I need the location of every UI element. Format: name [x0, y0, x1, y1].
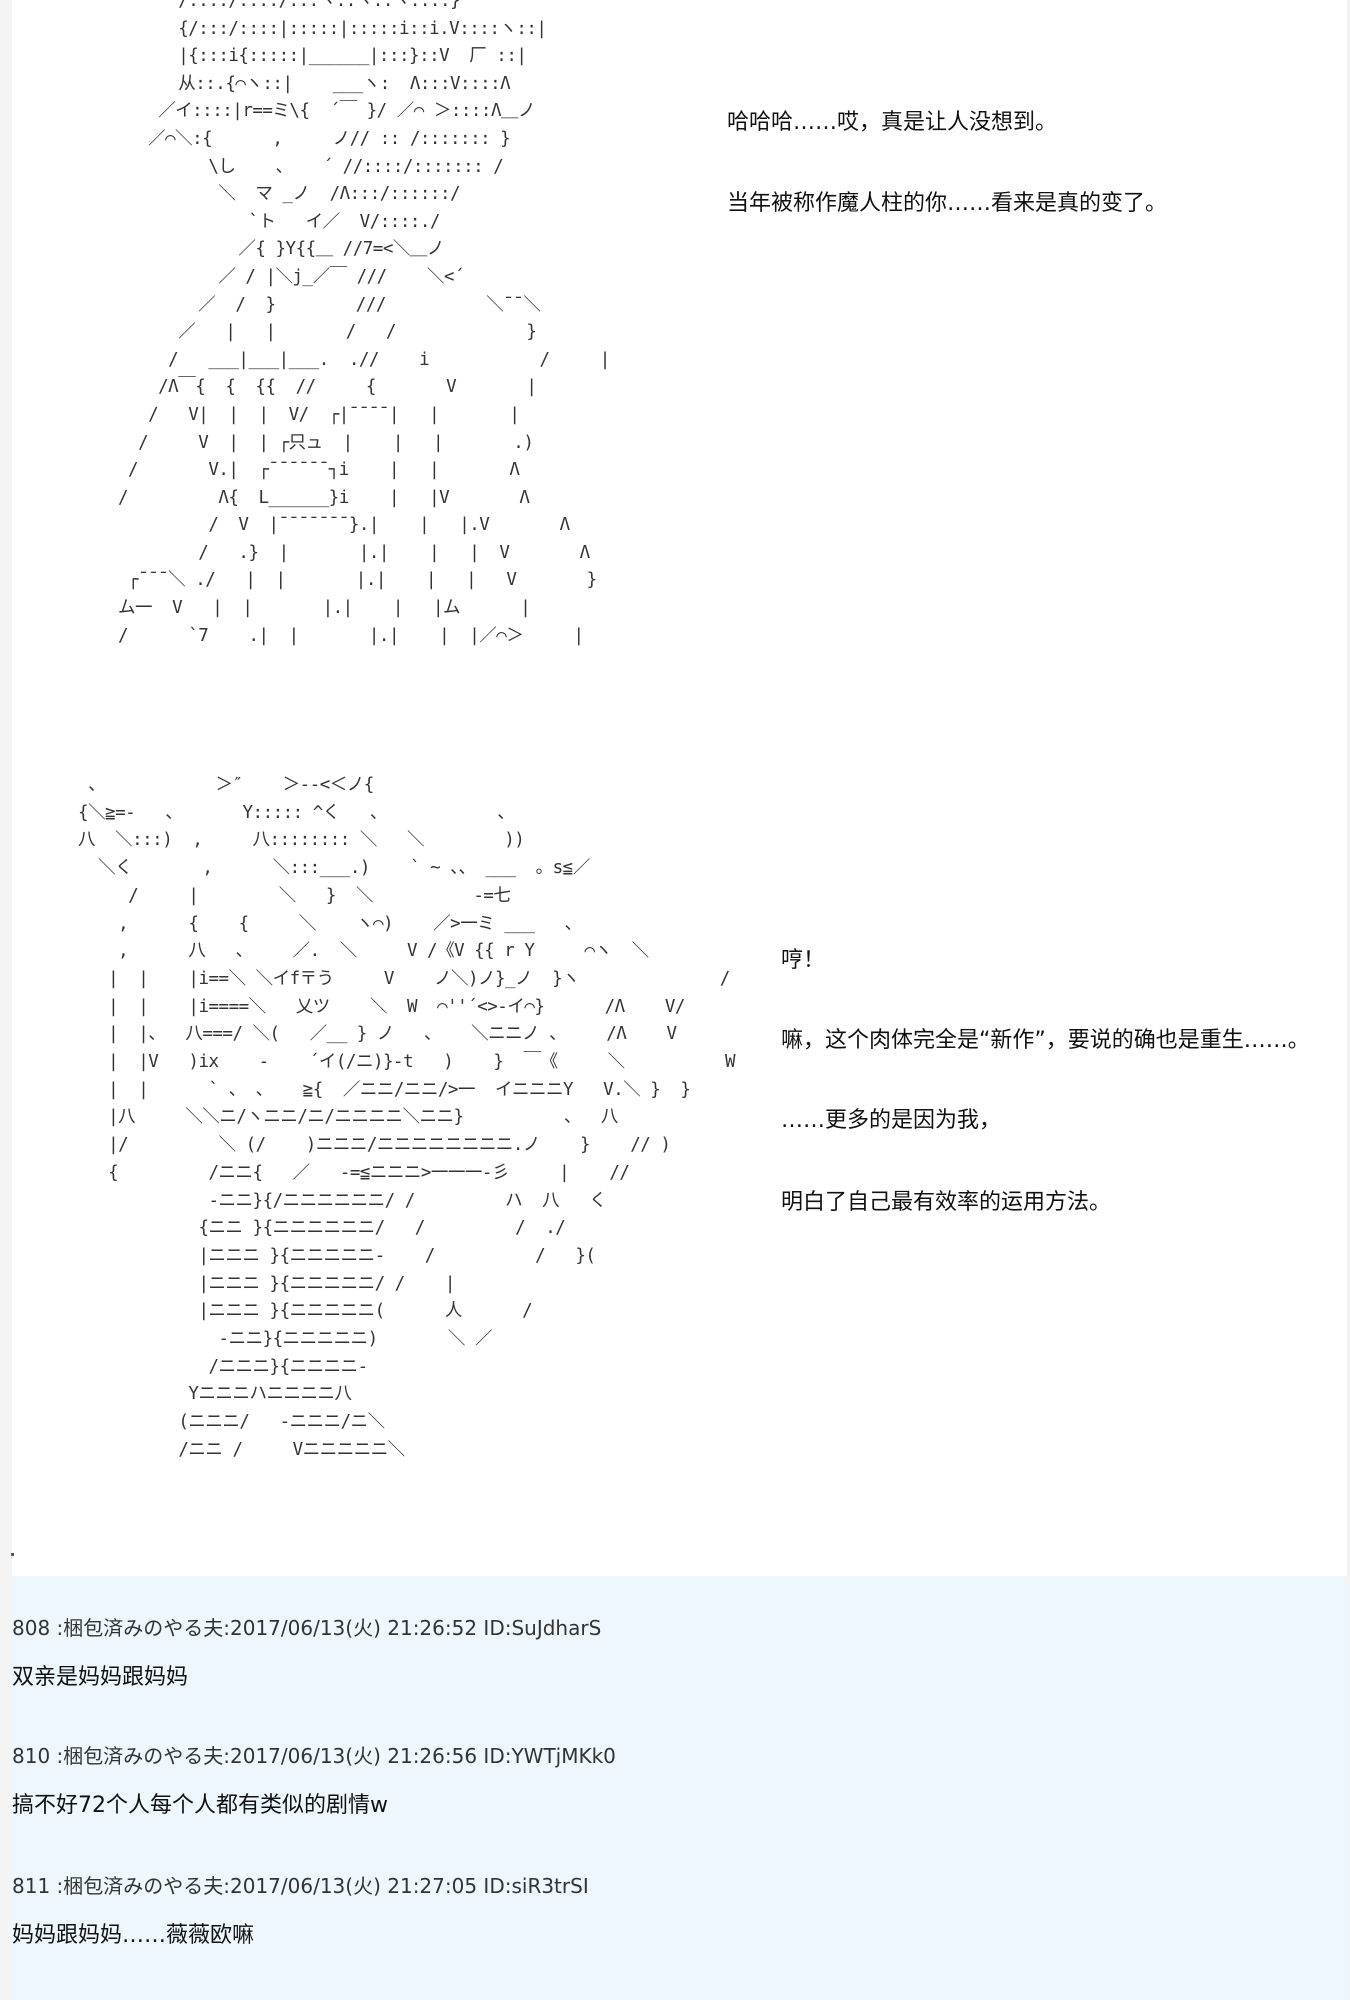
- post-body: 搞不好72个人每个人都有类似的剧情w: [12, 1793, 388, 1818]
- thread-post: 810 :梱包済みのやる夫:2017/06/13(火) 21:26:56 ID:…: [12, 1740, 616, 1819]
- post-header: 810 :梱包済みのやる夫:2017/06/13(火) 21:26:56 ID:…: [12, 1744, 616, 1768]
- dialogue-line: 嘛，这个肉体完全是“新作”，要说的确也是重生……。: [781, 1028, 1310, 1053]
- post-header: 811 :梱包済みのやる夫:2017/06/13(火) 21:27:05 ID:…: [12, 1874, 589, 1898]
- dialogue-line: 哼！: [781, 948, 826, 973]
- ascii-art-top: /::::/::::/:::ヽ::ヽ::ヽ::::} {/:::/::::|::…: [118, 0, 610, 646]
- thread-post: 808 :梱包済みのやる夫:2017/06/13(火) 21:26:52 ID:…: [12, 1612, 601, 1691]
- post-body: 双亲是妈妈跟妈妈: [12, 1665, 189, 1690]
- separator-dot: [11, 1553, 14, 1556]
- dialogue-line: 哈哈哈……哎，真是让人没想到。: [727, 110, 1058, 135]
- left-margin-bar: [0, 0, 12, 2000]
- right-margin-bar: [1347, 0, 1350, 2000]
- dialogue-line: ……更多的是因为我，: [781, 1108, 1002, 1133]
- thread-post: 811 :梱包済みのやる夫:2017/06/13(火) 21:27:05 ID:…: [12, 1870, 589, 1949]
- ascii-art-bottom: 、 ＞″ ＞--<＜ノ{ {＼≧=- 、 Y::::: ^く 、 、 八 ＼::…: [78, 775, 736, 1460]
- post-body: 妈妈跟妈妈……薇薇欧嘛: [12, 1923, 255, 1948]
- thread-section: [12, 1576, 1347, 2000]
- dialogue-line: 当年被称作魔人柱的你……看来是真的变了。: [727, 191, 1168, 216]
- post-header: 808 :梱包済みのやる夫:2017/06/13(火) 21:26:52 ID:…: [12, 1616, 602, 1640]
- dialogue-line: 明白了自己最有效率的运用方法。: [781, 1190, 1112, 1215]
